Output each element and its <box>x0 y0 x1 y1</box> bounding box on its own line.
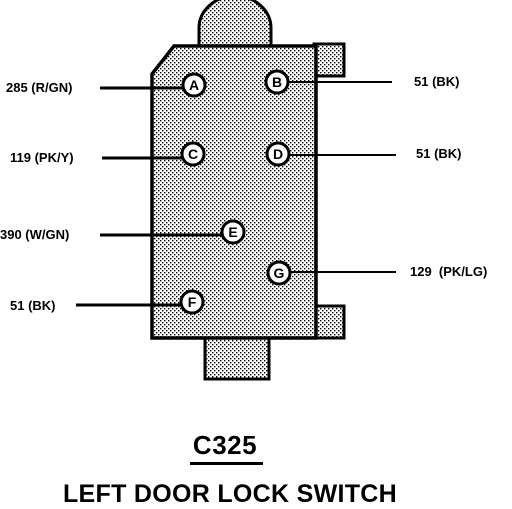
wire-label-b: 51 (BK) <box>414 74 460 89</box>
connector-body <box>150 44 318 340</box>
wire-label-e: 390 (W/GN) <box>0 227 69 242</box>
wire-label-a: 285 (R/GN) <box>6 80 72 95</box>
pin-d: D <box>265 141 291 167</box>
connector-id: C325 <box>192 430 258 460</box>
pin-a-letter: A <box>189 77 199 93</box>
pin-f: F <box>179 289 205 315</box>
connector-id-underline <box>190 462 263 465</box>
wire-label-g: 129 (PK/LG) <box>410 264 487 279</box>
pin-e: E <box>220 219 246 245</box>
connector-bottom-tab <box>203 332 271 381</box>
connector-top-dome <box>197 0 273 48</box>
wire-label-c: 119 (PK/Y) <box>10 150 74 165</box>
component-name: LEFT DOOR LOCK SWITCH <box>62 480 398 508</box>
pin-a: A <box>181 72 207 98</box>
connector-tab-bottom-right <box>312 304 346 340</box>
pin-g: G <box>266 260 292 286</box>
pin-c: C <box>180 141 206 167</box>
pin-c-letter: C <box>188 146 198 162</box>
pin-d-letter: D <box>273 146 283 162</box>
pin-b-letter: B <box>272 74 282 90</box>
pin-f-letter: F <box>188 294 197 310</box>
pin-b: B <box>264 69 290 95</box>
wire-label-f: 51 (BK) <box>10 298 56 313</box>
connector-tab-top-right <box>312 42 346 78</box>
pin-g-letter: G <box>274 265 285 281</box>
wire-label-d: 51 (BK) <box>416 146 462 161</box>
pin-e-letter: E <box>228 224 237 240</box>
